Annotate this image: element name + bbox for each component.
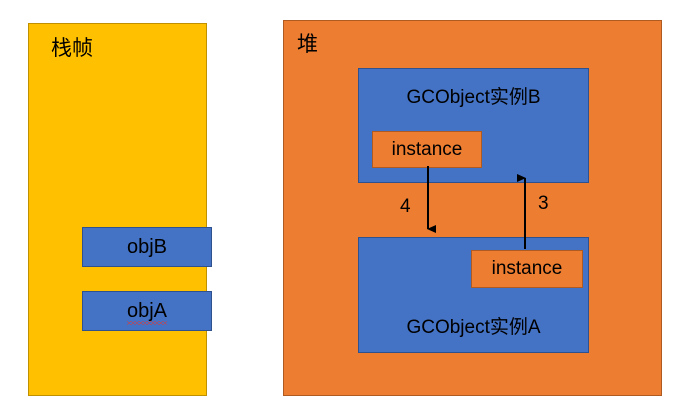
stack-variable-objb: objB — [82, 227, 212, 267]
stack-frame-container: 栈帧 objB objA — [28, 23, 212, 396]
arrow-3-label: 3 — [538, 193, 549, 214]
heap-title: 堆 — [297, 33, 318, 56]
gcobject-b-instance-field: instance — [372, 131, 482, 168]
gcobject-b-label: GCObject实例B — [406, 87, 541, 108]
gcobject-a-instance-field: instance — [471, 250, 583, 288]
stack-variable-objb-label: objB — [126, 235, 168, 258]
gcobject-b-box: GCObject实例B instance — [358, 68, 589, 183]
gcobject-a-box: GCObject实例A instance — [358, 237, 589, 353]
stack-variable-obja: objA — [82, 291, 212, 331]
gcobject-a-label: GCObject实例A — [406, 317, 541, 338]
gcobject-a-instance-label: instance — [491, 258, 563, 279]
stack-frame-title: 栈帧 — [51, 37, 93, 60]
gcobject-b-instance-label: instance — [391, 138, 463, 160]
arrow-4-label: 4 — [400, 196, 411, 217]
stack-variable-obja-label: objA — [126, 299, 168, 325]
